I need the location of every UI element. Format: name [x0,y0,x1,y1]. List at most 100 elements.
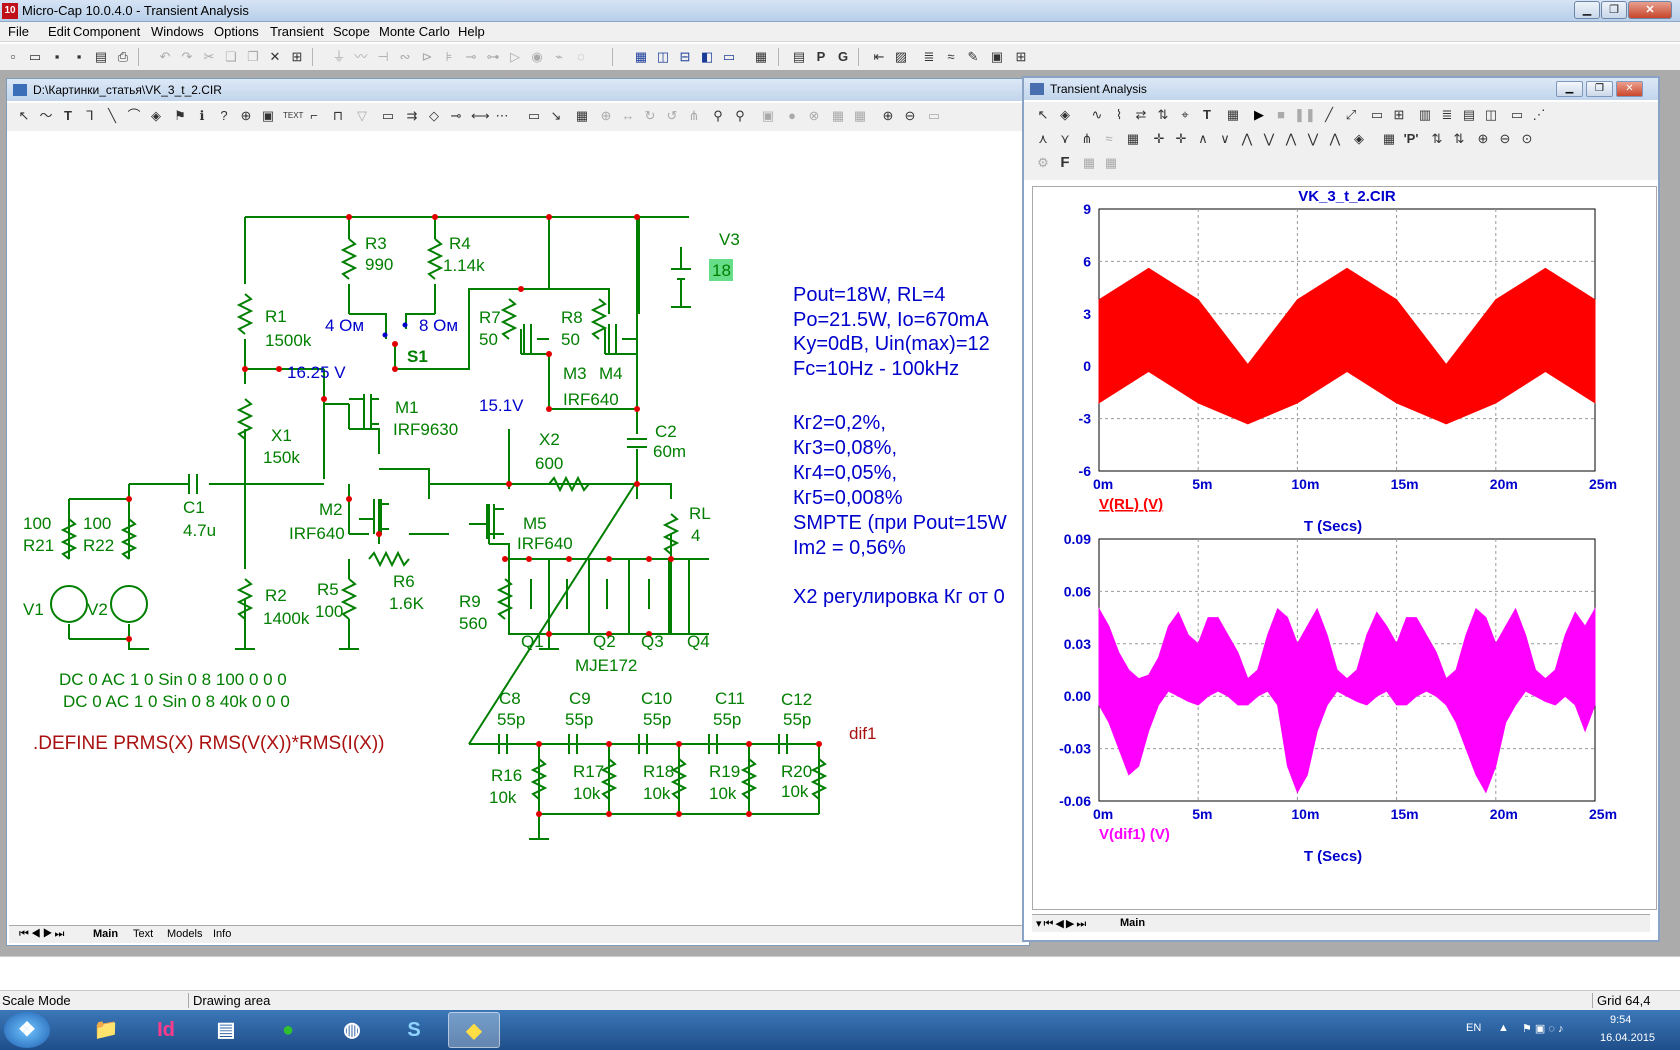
chrome-icon[interactable]: ◍ [343,1019,361,1041]
tile-vertical-icon[interactable]: ◫ [656,49,670,64]
comment-icon[interactable]: ▣ [761,108,775,123]
plot-waveform-icon[interactable]: ∿ [1091,107,1103,122]
border-icon[interactable]: ▭ [527,108,541,123]
plot-close-button[interactable]: ✕ [1616,81,1643,97]
plot-low-icon[interactable]: ≈ [1105,131,1113,146]
plot-properties-icon[interactable]: ▦ [1226,107,1240,122]
power-icon[interactable]: ◇ [429,108,439,123]
graphics-icon[interactable]: ◈ [151,108,161,123]
mirror-icon[interactable]: ⋔ [688,108,700,123]
menu-transient[interactable]: Transient [270,24,324,39]
pen-icon[interactable]: ✎ [967,49,979,64]
plot-zoom-out-icon[interactable]: ⊖ [1499,131,1511,146]
microcap-taskbar-icon[interactable]: ◆ [448,1012,500,1048]
plot-split-icon[interactable]: ◫ [1484,107,1498,122]
find-component-icon[interactable]: ⚲ [713,108,723,123]
command-line[interactable] [0,956,1680,990]
source-icon[interactable]: ◉ [531,49,543,64]
node-numbers-icon[interactable]: ⌐ [310,108,318,123]
bezier-icon[interactable]: ⌒ [127,108,141,123]
plot-graph-icon[interactable]: ⌇ [1115,107,1123,122]
binoculars-icon[interactable]: ⚲ [735,108,745,123]
plot-valley-icon[interactable]: ⋎ [1060,131,1070,146]
ground-icon[interactable]: ⏚ [332,49,346,64]
plot-data-icon[interactable]: ▥ [1418,107,1432,122]
properties-icon[interactable]: ▦ [575,108,589,123]
layers2-icon[interactable]: ▦ [853,108,867,123]
print-preview-icon[interactable]: ▤ [94,49,108,64]
language-indicator[interactable]: EN [1466,1022,1482,1034]
plot-sort2-icon[interactable]: ⇅ [1453,131,1465,146]
plot-f-icon[interactable]: F [1060,154,1070,171]
cursor-mode-icon[interactable]: ⇤ [873,49,885,64]
cut-icon[interactable]: ✂ [203,49,215,64]
waves-icon[interactable]: ≈ [947,49,955,64]
tab-models[interactable]: Models [167,928,203,940]
rotate-ccw-icon[interactable]: ↺ [666,108,678,123]
save-all-icon[interactable]: ▪ [76,49,82,64]
plot-scale-icon[interactable]: ◈ [1060,107,1070,122]
cancel-icon[interactable]: ⊗ [808,108,820,123]
tab-text[interactable]: Text [133,928,154,940]
currents-icon[interactable]: ⇉ [406,108,418,123]
calculator-icon[interactable]: ▦ [754,49,768,64]
pin-connections-icon[interactable]: ⊓ [332,108,344,123]
select-all-icon[interactable]: ⊞ [291,49,303,64]
plot-global-max-icon[interactable]: ⋀ [1285,131,1297,146]
menu-component[interactable]: Component [73,24,141,39]
resistor-icon[interactable]: 〰 [354,49,368,64]
info-icon[interactable]: ℹ [199,108,205,123]
plot-global-min-icon[interactable]: ⋁ [1307,131,1319,146]
mosfet-icon[interactable]: ⊶ [486,49,500,64]
rotate-icon[interactable]: ↻ [644,108,656,123]
plot-table-icon[interactable]: ≣ [1441,107,1453,122]
pin-icon[interactable]: ⟷ [471,108,490,123]
menu-scope[interactable]: Scope [333,24,370,39]
plot-next-icon[interactable]: ✛ [1153,131,1165,146]
maximize-button[interactable]: ❐ [1601,1,1627,19]
diode-icon[interactable]: ⊳ [421,49,433,64]
find-icon[interactable]: ▣ [261,108,275,123]
close-button[interactable]: ✕ [1628,1,1672,19]
flip-icon[interactable]: ↔ [621,108,635,123]
redo-icon[interactable]: ↷ [181,49,193,64]
plot-tab-main[interactable]: Main [1120,917,1146,929]
transistor-icon[interactable]: ⊸ [465,49,477,64]
plot-arrow-icon[interactable]: ⤢ [1345,107,1357,122]
tab-info[interactable]: Info [213,928,232,940]
opamp-icon[interactable]: ▷ [510,49,520,64]
battery-icon[interactable]: ⊧ [445,49,453,64]
plot-slope2-icon[interactable]: ∨ [1220,131,1230,146]
plot-top-icon[interactable]: ⋀ [1329,131,1341,146]
menu-edit[interactable]: Edit [48,24,71,39]
menu-options[interactable]: Options [214,24,259,39]
text-mode-icon[interactable]: T [64,108,72,123]
diagonal-wire-icon[interactable]: ╲ [108,108,116,123]
plot-tokens-icon[interactable]: ▭ [1510,107,1524,122]
explorer-icon[interactable]: 📁 [93,1019,119,1041]
tray-icons-icon[interactable]: ⚑ ▣ ◌ ♪ [1522,1023,1564,1035]
switch-icon[interactable]: ⌁ [555,49,563,64]
print-icon[interactable]: ⎙ [117,49,129,64]
fit-icon[interactable]: ▭ [927,108,941,123]
menu-help[interactable]: Help [458,24,485,39]
plot-zoom-fit-icon[interactable]: ⊙ [1521,131,1533,146]
delete-icon[interactable]: ✕ [269,49,281,64]
plot-color-icon[interactable]: ◈ [1354,131,1364,146]
inductor-icon[interactable]: ∾ [399,49,411,64]
plot-point-tag-icon[interactable]: ⌖ [1181,107,1189,122]
wire-mode-icon[interactable]: 〜 [39,108,53,123]
component-editor-icon[interactable]: ▤ [792,49,806,64]
plot-grid-icon[interactable]: ⊞ [1393,107,1405,122]
plot-p-icon[interactable]: 'P' [1403,131,1419,146]
plot-tab-nav-icon[interactable]: ▾⏮◀▶⏭ [1036,918,1089,930]
paste-icon[interactable]: ❐ [247,49,259,64]
zoom-in-icon[interactable]: ⊕ [882,108,894,123]
plot-high-icon[interactable]: ⋔ [1081,131,1093,146]
plot-inflection-icon[interactable]: ▦ [1126,131,1140,146]
arrange-icon[interactable]: ▭ [722,49,736,64]
plot-slope-icon[interactable]: ∧ [1198,131,1208,146]
point-to-end-icon[interactable]: ⊕ [240,108,252,123]
limits-icon[interactable]: ⊞ [1015,49,1027,64]
